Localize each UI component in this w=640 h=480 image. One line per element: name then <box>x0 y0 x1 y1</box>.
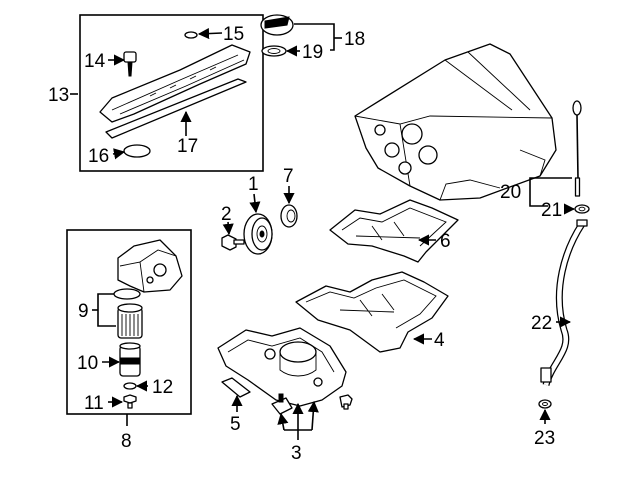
callout-15: 15 <box>223 24 244 45</box>
callout-labels: 1 2 3 4 5 6 7 8 9 10 11 12 13 14 15 16 1… <box>48 24 562 464</box>
valve-cover-group-box <box>79 14 264 172</box>
callout-11: 11 <box>84 393 104 414</box>
valve-cover-gasket <box>105 78 247 139</box>
drain-plug <box>339 394 353 410</box>
callout-4: 4 <box>434 330 445 351</box>
callout-7: 7 <box>283 166 294 187</box>
callout-3: 3 <box>291 443 302 464</box>
dipstick-seal <box>574 204 590 214</box>
oil-filter-cap <box>119 342 141 377</box>
callout-13: 13 <box>48 85 69 106</box>
callout-19: 19 <box>302 42 323 63</box>
oil-filter-housing <box>117 239 183 293</box>
callout-12: 12 <box>152 377 173 398</box>
oil-dipstick <box>572 100 582 197</box>
callout-5: 5 <box>230 414 241 435</box>
oil-filter-element <box>117 303 143 339</box>
oil-filler-cap <box>260 14 294 36</box>
oil-filter-o-ring <box>113 288 141 300</box>
callout-21: 21 <box>541 200 562 221</box>
callout-10: 10 <box>77 353 98 374</box>
callout-23: 23 <box>534 428 555 449</box>
callout-16: 16 <box>88 146 109 167</box>
drain-bolt <box>123 394 137 409</box>
oil-pan-gasket <box>221 377 251 398</box>
callout-22: 22 <box>531 313 552 334</box>
cap-seal <box>123 144 151 158</box>
callout-20: 20 <box>500 182 521 203</box>
callout-9: 9 <box>78 301 89 322</box>
lower-oil-pan <box>217 327 347 407</box>
valve-cover <box>99 44 251 123</box>
callout-2: 2 <box>221 204 232 225</box>
callout-14: 14 <box>84 51 106 72</box>
oil-pan-baffle <box>329 199 459 263</box>
engine-block <box>354 43 557 201</box>
dipstick-tube <box>540 219 588 387</box>
drain-washer <box>123 382 137 390</box>
callout-1: 1 <box>248 174 259 195</box>
dipstick-tube-seal <box>538 399 552 409</box>
pulley-bolt <box>221 234 245 251</box>
valve-cover-bolt <box>123 51 137 77</box>
oil-filter-group-box <box>66 229 192 415</box>
front-crankshaft-seal <box>280 204 298 228</box>
oil-filler-cap-seal <box>261 45 287 57</box>
crankshaft-pulley <box>243 213 273 255</box>
seal-small <box>184 31 198 39</box>
callout-17: 17 <box>177 136 198 157</box>
callout-6: 6 <box>440 231 451 252</box>
leader-lines <box>70 23 576 440</box>
callout-18: 18 <box>344 29 365 50</box>
oil-level-sensor <box>271 393 293 415</box>
upper-oil-pan <box>295 271 449 353</box>
callout-8: 8 <box>121 431 132 452</box>
